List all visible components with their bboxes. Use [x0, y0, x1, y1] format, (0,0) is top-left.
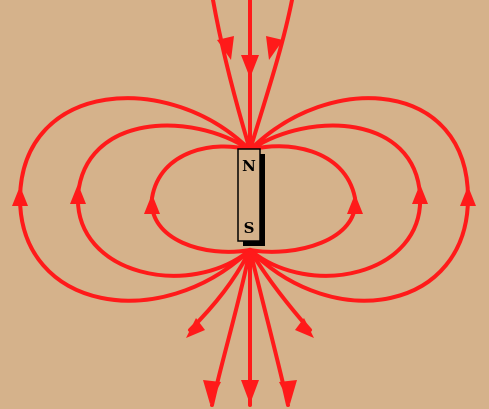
bar-magnet: N S: [238, 149, 265, 246]
north-pole-label: N: [242, 157, 256, 175]
south-pole-label: S: [244, 219, 255, 237]
